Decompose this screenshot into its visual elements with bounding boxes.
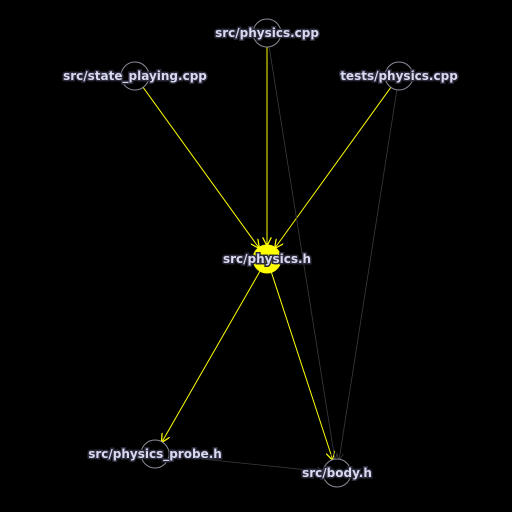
node-circle[interactable] [120,61,150,91]
edge-physics-probe-h-to-body-h [157,453,324,471]
node-label: src/physics_probe.h [88,447,222,462]
node-physics-h[interactable]: src/physics.h [221,244,313,274]
node-circle[interactable] [384,61,414,91]
edge-tests-physics-cpp-to-physics-h [275,78,398,248]
node-circle[interactable] [252,244,282,274]
node-tests-physics-cpp[interactable]: tests/physics.cpp [339,61,460,91]
edge-state-playing-cpp-to-physics-h [136,78,260,248]
node-circle[interactable] [252,18,282,48]
node-physics-cpp[interactable]: src/physics.cpp [214,18,321,48]
node-label: src/physics.cpp [215,26,319,40]
nodes-layer: src/physics.cpp src/state_playing.cpp test… [62,18,460,488]
node-physics-probe-h[interactable]: src/physics_probe.h [87,439,223,469]
edge-physics-cpp-to-body-h [267,35,335,460]
edge-physics-h-to-body-h [267,261,333,461]
edge-tests-physics-cpp-to-body-h [339,78,399,460]
node-label: tests/physics.cpp [340,69,458,83]
node-circle[interactable] [140,439,170,469]
node-body-h[interactable]: src/body.h [301,458,373,488]
node-label: src/state_playing.cpp [63,69,207,84]
edge-physics-h-to-physics-probe-h [162,261,267,442]
node-label: src/physics.h [223,252,311,266]
node-circle[interactable] [322,458,352,488]
node-state-playing-cpp[interactable]: src/state_playing.cpp [62,61,209,91]
node-label: src/body.h [302,466,372,480]
edges-layer [136,35,399,472]
